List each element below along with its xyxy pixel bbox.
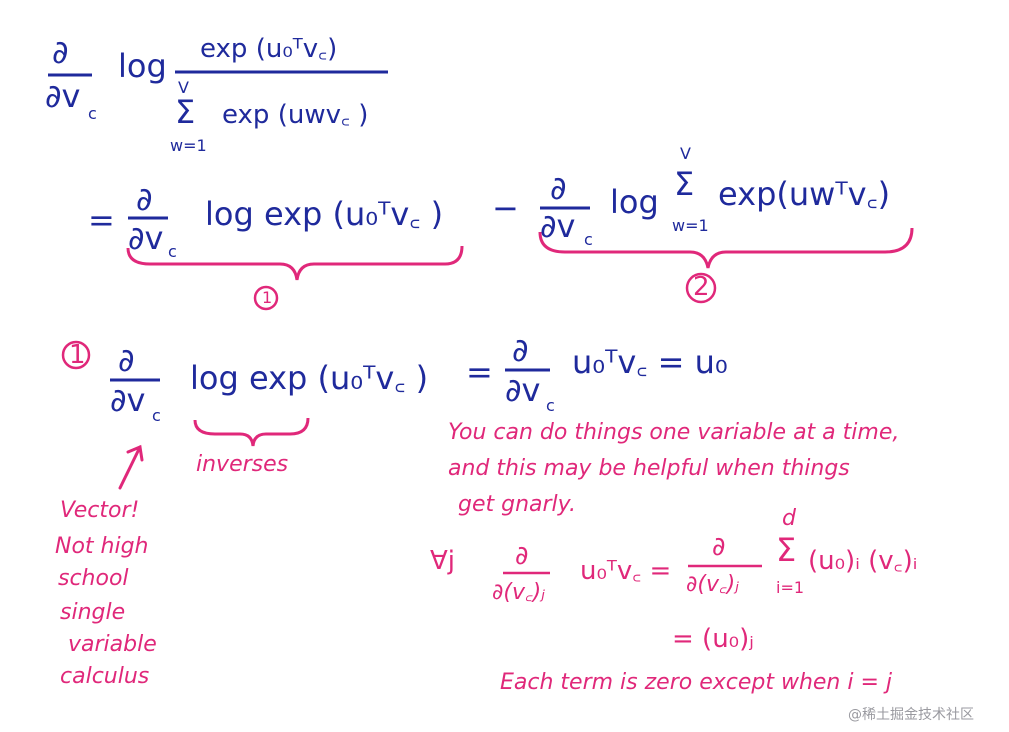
sum-symbol: Σ [776, 531, 797, 569]
sum-lower-limit: w=1 [170, 136, 207, 155]
sum-upper-limit: d [782, 506, 796, 531]
log-text: log [118, 47, 167, 85]
term-expression: log exp (u₀ᵀv꜀ ) [190, 359, 429, 397]
partial-wrt: ∂v [540, 207, 576, 245]
partial-wrt: ∂v [505, 371, 541, 409]
equals-sign: = [88, 201, 115, 239]
vector-note-1: Vector! [60, 498, 140, 523]
label-1-again-text: 1 [69, 340, 86, 370]
partial-symbol: ∂ [712, 532, 726, 562]
vector-note-2: Not high [55, 534, 149, 559]
underbrace-inverses [193, 417, 310, 447]
log-text: log [610, 183, 659, 221]
partial-symbol: ∂ [550, 169, 567, 207]
underbrace-term2 [538, 227, 914, 269]
partial-wrt: ∂v [128, 219, 164, 257]
subscript-c: c [584, 230, 593, 249]
sum-lower-limit: w=1 [672, 216, 709, 235]
circle-label-1 [253, 285, 279, 311]
partial-symbol: ∂ [512, 331, 529, 369]
dot-product-term: u₀ᵀv꜀ = [580, 556, 672, 586]
underbrace-term1 [126, 245, 464, 281]
watermark-text: @稀土掘金技术社区 [848, 707, 974, 723]
subscript-c: c [88, 104, 97, 123]
term2-expression: exp(uwᵀv꜀) [718, 175, 891, 213]
vector-note-6: calculus [60, 664, 150, 689]
label-2-text: 2 [693, 272, 710, 302]
each-term-note: Each term is zero except when i = j [500, 670, 893, 695]
sum-symbol: Σ [175, 93, 196, 131]
partial-symbol: ∂ [136, 180, 153, 218]
sum-upper-limit: V [178, 78, 189, 97]
subscript-c: c [546, 396, 555, 415]
vector-note-4: single [60, 600, 126, 625]
partial-wrt: ∂v [45, 77, 81, 115]
vector-note-5: variable [68, 632, 157, 657]
sum-lower-limit: i=1 [776, 578, 805, 597]
note-line-1: You can do things one variable at a time… [448, 420, 900, 445]
circle-label-2 [685, 272, 717, 304]
arrow-vector [118, 444, 144, 490]
partial-wrt-component: ∂(v꜀)ⱼ [492, 580, 546, 605]
label-1-text: 1 [262, 288, 273, 307]
partial-symbol: ∂ [118, 341, 135, 379]
subscript-c: c [152, 406, 161, 425]
partial-symbol: ∂ [52, 33, 69, 71]
minus-sign: − [492, 189, 519, 227]
circle-label-1b [61, 340, 91, 370]
component-result: = (u₀)ⱼ [672, 624, 754, 654]
note-line-3: get gnarly. [458, 492, 576, 517]
sum-upper-limit: V [680, 144, 691, 163]
equals-sign: = [466, 353, 493, 391]
inverses-note: inverses [196, 452, 289, 477]
note-line-2: and this may be helpful when things [448, 456, 850, 481]
vector-note-3: school [58, 566, 129, 591]
subscript-c: c [168, 242, 177, 261]
partial-wrt: ∂v [110, 381, 146, 419]
denominator-expression: exp (uwv꜀ ) [222, 100, 369, 130]
rhs-expression: u₀ᵀv꜀ = u₀ [572, 343, 728, 381]
term1-expression: log exp (u₀ᵀv꜀ ) [205, 195, 444, 233]
forall-j: ∀j [430, 546, 456, 576]
partial-symbol: ∂ [515, 541, 529, 571]
partial-wrt-component: ∂(v꜀)ⱼ [686, 572, 740, 597]
sum-symbol: Σ [674, 165, 695, 203]
numerator-expression: exp (u₀ᵀv꜀) [200, 34, 338, 64]
sum-term: (u₀)ᵢ (v꜀)ᵢ [808, 546, 918, 576]
